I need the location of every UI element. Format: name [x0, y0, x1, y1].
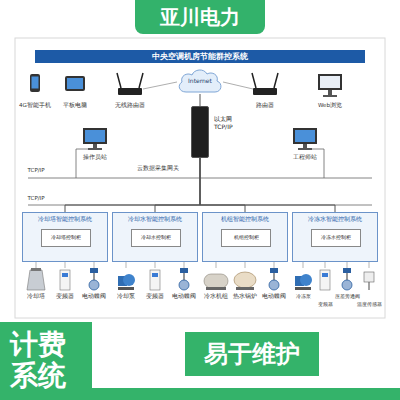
- phone-icon: [30, 74, 40, 92]
- node-text: 冷却塔智能控制系统: [23, 216, 107, 222]
- device-label: 云数据采集网关: [137, 166, 179, 172]
- station-wire: [76, 149, 88, 178]
- field-devices: [27, 262, 374, 290]
- node-text: 冷却塔控制柜: [51, 235, 81, 241]
- wireless-router-icon: [117, 73, 143, 95]
- subsystem-box: 冷冻水智能控制系统冷冻水控制柜: [292, 212, 378, 262]
- device-label: 温度传感器: [357, 302, 382, 307]
- device-label: 电动蝶阀: [172, 294, 196, 300]
- station-wire: [312, 149, 324, 178]
- device-icon: [364, 262, 374, 290]
- connector: [200, 158, 335, 212]
- internet-cloud: Internet: [176, 66, 224, 94]
- device-icon: [320, 262, 330, 290]
- connector: [200, 158, 245, 212]
- device-icon: [204, 262, 228, 290]
- node-text: 冷冻水控制柜: [321, 235, 351, 241]
- device-label: 热水锅炉: [233, 294, 257, 300]
- device-label: 平板电脑: [63, 103, 87, 109]
- router-icon: [252, 73, 278, 95]
- control-cabinet: 机组控制柜: [221, 229, 271, 247]
- device-icon: [295, 262, 312, 290]
- node-text: Internet: [188, 78, 212, 85]
- device-label: 变频器: [146, 294, 164, 300]
- panel-ground: [15, 38, 385, 318]
- tablet-icon: [65, 76, 85, 91]
- device-icon: [118, 262, 135, 290]
- device-label: 操作员站: [83, 155, 107, 161]
- node-text: 易于维护: [204, 341, 300, 367]
- control-cabinet: 冷却塔控制柜: [41, 229, 91, 247]
- web-monitor-icon: [318, 74, 342, 97]
- ethernet-switch: 以太网 TCP/IP: [191, 106, 209, 158]
- connector: [200, 94, 201, 106]
- device-label: 冷水机组: [204, 294, 228, 300]
- device-label: 路由器: [256, 103, 274, 109]
- node-text: 以太网 TCP/IP: [214, 115, 244, 130]
- node-text: 机组智能控制系统: [203, 216, 287, 222]
- subsystem-box: 冷却塔智能控制系统冷却塔控制柜: [22, 212, 108, 262]
- device-icon: [60, 262, 70, 290]
- device-label: 冷冻泵: [296, 294, 311, 299]
- diagram-panel: 中央空调机房节能群控系统Internet以太网 TCP/IP冷却塔智能控制系统冷…: [15, 38, 385, 318]
- control-cabinet: 冷冻水控制柜: [311, 229, 361, 247]
- engineer-monitor-icon: [293, 128, 317, 150]
- device-icon: [342, 262, 352, 290]
- device-icon: [27, 262, 45, 290]
- device-icon: [234, 262, 256, 290]
- device-label: 4G智能手机: [19, 103, 51, 109]
- device-label: 变频器: [56, 294, 74, 300]
- device-label: TCP/IP: [28, 196, 45, 202]
- feature-block: 计费系统: [0, 322, 92, 400]
- device-icon: [179, 262, 189, 290]
- network-wire: [143, 82, 177, 89]
- device-icon: [150, 262, 160, 290]
- control-cabinet: 冷却水控制柜: [131, 229, 181, 247]
- device-label: Web浏览: [318, 103, 342, 109]
- device-label: 压差旁通阀: [335, 294, 360, 299]
- node-text: 冷却水智能控制系统: [113, 216, 197, 222]
- device-label: 无线路由器: [115, 103, 145, 109]
- device-label: TCP/IP: [28, 168, 45, 174]
- subsystem-box: 冷却水智能控制系统冷却水控制柜: [112, 212, 198, 262]
- node-text: 亚川电力: [160, 6, 240, 28]
- device-label: 电动蝶阀: [82, 294, 106, 300]
- brand-banner: 亚川电力: [135, 0, 265, 34]
- diagram-heading: 中央空调机房节能群控系统: [35, 50, 365, 63]
- device-label: 电动蝶阀: [262, 294, 286, 300]
- device-icon: [269, 262, 279, 290]
- device-label: 变频器: [318, 302, 333, 307]
- operator-monitor-icon: [83, 128, 107, 150]
- connector: [65, 158, 200, 212]
- node-text: 冷冻水智能控制系统: [293, 216, 377, 222]
- device-label: 冷却塔: [27, 294, 45, 300]
- node-text: 机组控制柜: [234, 235, 259, 241]
- node-text: 计费系统: [10, 330, 82, 392]
- subsystem-box: 机组智能控制系统机组控制柜: [202, 212, 288, 262]
- node-text: 冷却水控制柜: [141, 235, 171, 241]
- network-wire: [223, 82, 253, 89]
- device-icon: [89, 262, 99, 290]
- device-label: 工程师站: [293, 155, 317, 161]
- feature-block: 易于维护: [185, 332, 319, 376]
- device-label: 冷却泵: [117, 294, 135, 300]
